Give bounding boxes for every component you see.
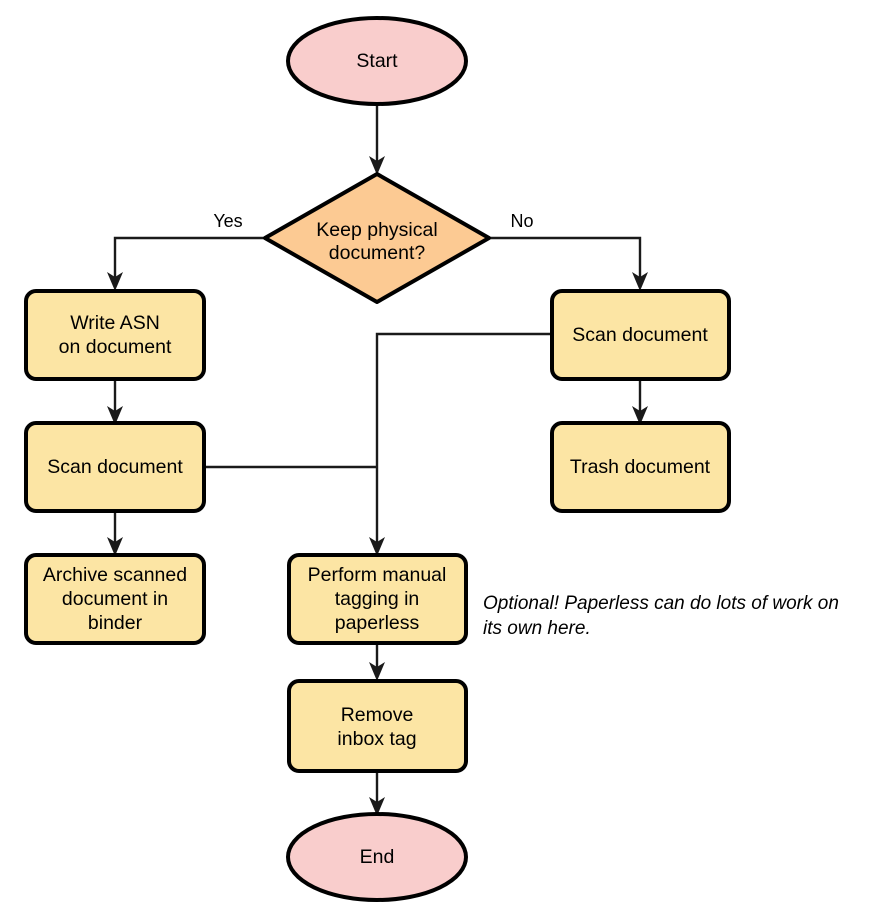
manual-tagging-box[interactable] [287, 553, 468, 645]
scan-document-left-box[interactable] [24, 421, 206, 513]
edge-label-no: No [510, 211, 533, 231]
edge-scan-right-to-manual-tagging [369, 332, 552, 556]
scan-document-right-box[interactable] [550, 289, 731, 381]
node-archive-scanned-document[interactable]: Archive scanned document in binder [24, 553, 206, 645]
edge-remove-inbox-to-end [369, 771, 385, 816]
edge-scan-right-to-trash [632, 379, 648, 425]
remove-inbox-label-line2: inbox tag [337, 728, 416, 750]
node-end[interactable]: End [286, 812, 468, 902]
edge-decision-no-to-scan-right [489, 236, 648, 291]
scan-document-left-label: Scan document [47, 456, 183, 478]
decision-label-line2: document? [329, 242, 426, 264]
node-remove-inbox-tag[interactable]: Remove inbox tag [287, 679, 468, 773]
archive-box[interactable] [24, 553, 206, 645]
manual-tagging-label-line3: paperless [335, 612, 420, 634]
archive-label-line2: document in [62, 588, 168, 610]
node-trash-document[interactable]: Trash document [550, 421, 731, 513]
end-label: End [360, 846, 395, 868]
edge-scan-left-to-archive [107, 511, 123, 556]
trash-document-label: Trash document [570, 456, 711, 478]
write-asn-label-line2: on document [59, 336, 172, 358]
end-ellipse[interactable] [286, 812, 468, 902]
node-scan-document-right[interactable]: Scan document [550, 289, 731, 381]
remove-inbox-label-line1: Remove [341, 704, 414, 726]
scan-document-right-label: Scan document [572, 324, 708, 346]
decision-diamond[interactable] [263, 172, 491, 304]
annotation-note: Optional! Paperless can do lots of work … [483, 593, 839, 639]
node-scan-document-left[interactable]: Scan document [24, 421, 206, 513]
manual-tagging-label-line2: tagging in [335, 588, 420, 610]
edge-manual-tagging-to-remove-inbox [369, 643, 385, 681]
edge-start-to-decision [369, 100, 385, 175]
decision-label-line1: Keep physical [316, 219, 437, 241]
manual-tagging-label-line1: Perform manual [308, 564, 447, 586]
archive-label-line3: binder [88, 612, 143, 634]
start-ellipse[interactable] [286, 16, 468, 106]
remove-inbox-tag-box[interactable] [287, 679, 468, 773]
write-asn-box[interactable] [24, 289, 206, 381]
node-write-asn-on-document[interactable]: Write ASN on document [24, 289, 206, 381]
node-decision-keep-physical-document[interactable]: Keep physical document? [263, 172, 491, 304]
archive-label-line1: Archive scanned [43, 564, 187, 586]
start-label: Start [356, 50, 398, 72]
write-asn-label-line1: Write ASN [70, 312, 160, 334]
note-line1: Optional! Paperless can do lots of work … [483, 593, 839, 614]
edge-write-asn-to-scan-left [107, 379, 123, 425]
node-start[interactable]: Start [286, 16, 468, 106]
edge-decision-yes-to-write-asn [107, 236, 265, 291]
edge-label-yes: Yes [213, 211, 242, 231]
trash-document-box[interactable] [550, 421, 731, 513]
note-line2: its own here. [483, 618, 591, 639]
node-perform-manual-tagging[interactable]: Perform manual tagging in paperless [287, 553, 468, 645]
